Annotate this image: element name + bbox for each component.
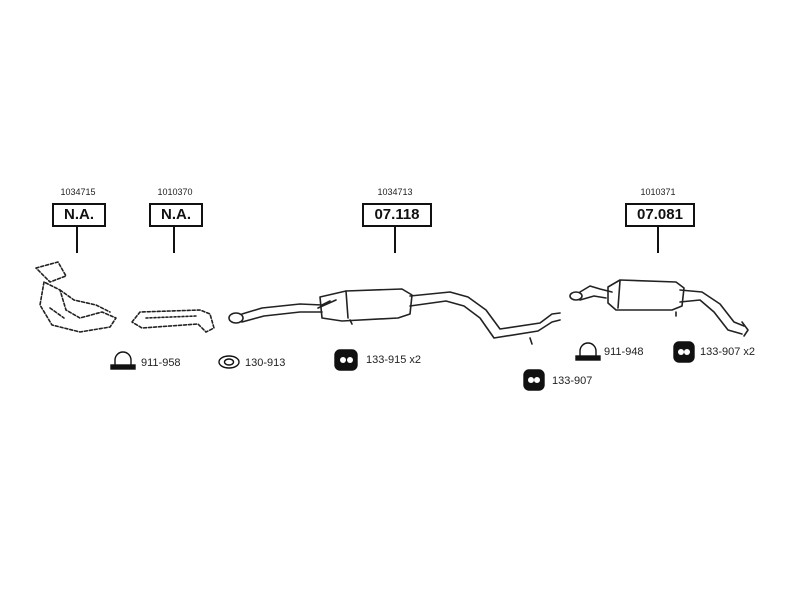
accessory-label: 133-907 x2 <box>700 346 756 358</box>
part-ref-number: 1034713 <box>377 187 413 197</box>
rubber-hanger-icon[interactable] <box>673 341 695 363</box>
rubber-hanger-icon[interactable] <box>523 369 545 391</box>
accessory-label: 133-915 x2 <box>366 354 422 366</box>
centre-silencer-drawing[interactable] <box>228 288 561 345</box>
callout-stem <box>394 227 396 253</box>
callout-stem <box>173 227 175 253</box>
callout-stem <box>657 227 659 253</box>
part-ref-number: 1010371 <box>640 187 676 197</box>
part-code-box[interactable]: N.A. <box>149 203 203 227</box>
callout-stem <box>76 227 78 253</box>
front-pipe-drawing[interactable] <box>35 261 117 333</box>
catalyst-pipe-drawing[interactable] <box>131 309 215 333</box>
exhaust-clamp-icon[interactable] <box>110 351 136 370</box>
part-code-box[interactable]: 07.081 <box>625 203 695 227</box>
part-code-box[interactable]: 07.118 <box>362 203 432 227</box>
exhaust-clamp-icon[interactable] <box>575 342 601 361</box>
accessory-label: 911-948 <box>604 346 644 358</box>
part-code-box[interactable]: N.A. <box>52 203 106 227</box>
accessory-label: 130-913 <box>245 357 286 369</box>
accessory-label: 133-907 <box>552 375 593 387</box>
part-ref-number: 1034715 <box>60 187 96 197</box>
gasket-ring-icon[interactable] <box>218 355 240 369</box>
rubber-hanger-icon[interactable] <box>334 349 358 371</box>
accessory-label: 911-958 <box>141 357 181 369</box>
rear-silencer-drawing[interactable] <box>569 279 749 337</box>
part-ref-number: 1010370 <box>157 187 193 197</box>
